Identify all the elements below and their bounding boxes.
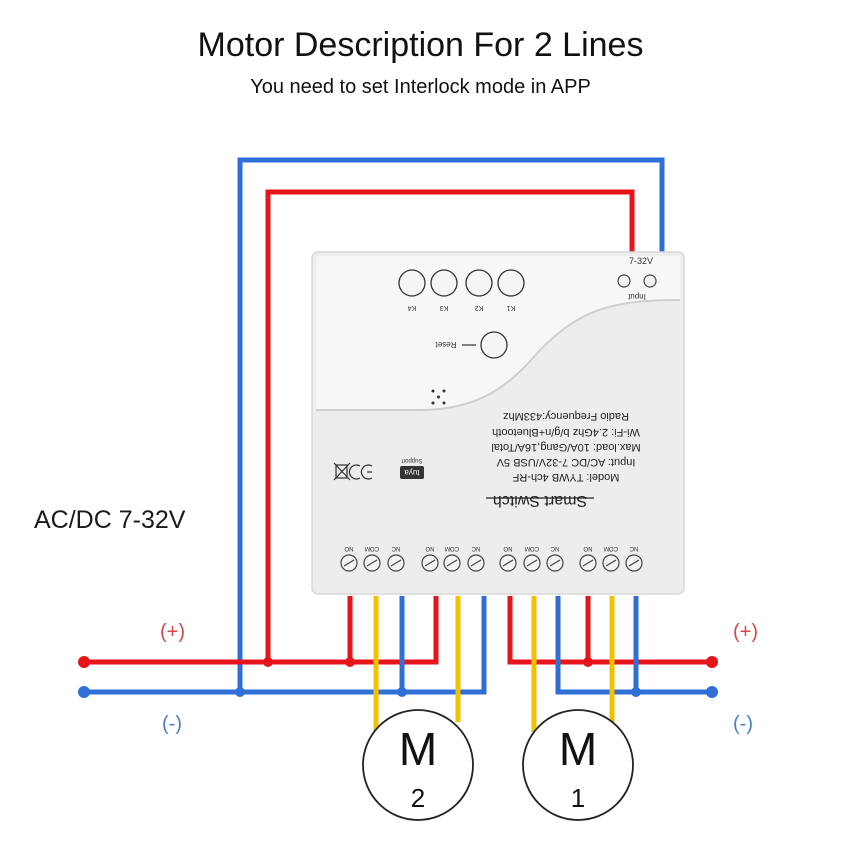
spec-line-radio: Radio Frequency:433Mhz bbox=[503, 410, 629, 422]
term-label: NC bbox=[550, 545, 559, 551]
input-terminal-screw-1 bbox=[617, 274, 631, 288]
junction-k1-blue bbox=[631, 687, 641, 697]
supply-voltage-label: AC/DC 7-32V bbox=[34, 506, 186, 534]
term-label: COM bbox=[445, 545, 459, 551]
button-k3 bbox=[430, 269, 458, 297]
button-k1 bbox=[497, 269, 525, 297]
motor-2-circle bbox=[362, 709, 474, 821]
junction-k1-red bbox=[583, 657, 593, 667]
term-label: COM bbox=[604, 545, 618, 551]
spec-line-wifi: Wi-Fi: 2.4Ghz b/g/n+Bluetooth bbox=[492, 426, 640, 438]
term-label: COM bbox=[525, 545, 539, 551]
input-positive-wire bbox=[265, 189, 635, 662]
term-label: NO bbox=[583, 545, 592, 551]
term-label: COM bbox=[365, 545, 379, 551]
negative-label-right: (-) bbox=[733, 713, 753, 735]
junction-k4-red bbox=[345, 657, 355, 667]
motor-2-letter: M bbox=[399, 723, 437, 775]
spec-block: Radio Frequency:433Mhz Wi-Fi: 2.4Ghz b/g… bbox=[486, 410, 641, 509]
button-k2 bbox=[465, 269, 493, 297]
dot-negative-right bbox=[706, 686, 718, 698]
dot-positive-right bbox=[706, 656, 718, 668]
junction-input-negative bbox=[235, 687, 245, 697]
button-label-k4: K4 bbox=[408, 304, 417, 311]
channel-drops bbox=[347, 596, 639, 692]
spec-line-input: Input: AC/DC 7-32V/USB 5V bbox=[496, 456, 635, 468]
term-label: NO bbox=[425, 545, 434, 551]
motor-2: M 2 bbox=[362, 709, 474, 821]
motor-1: M 1 bbox=[522, 709, 634, 821]
negative-bus-right bbox=[555, 596, 712, 695]
motor-wires bbox=[373, 596, 615, 732]
motor-2-number: 2 bbox=[411, 783, 425, 813]
term-label: NC bbox=[471, 545, 480, 551]
negative-label-left: (-) bbox=[162, 713, 182, 735]
smart-switch-module: K4 K3 K2 K1 7-32V Input Reset Radio Freq… bbox=[311, 251, 685, 595]
junction-input-positive bbox=[263, 657, 273, 667]
input-power-wires bbox=[237, 157, 665, 692]
term-label: NC bbox=[391, 545, 400, 551]
input-negative-wire bbox=[237, 157, 665, 692]
spec-line-model: Model: TYWB 4ch-RF bbox=[512, 471, 619, 483]
motor-1-number: 1 bbox=[571, 783, 585, 813]
positive-label-right: (+) bbox=[733, 621, 758, 643]
positive-label-left: (+) bbox=[160, 621, 185, 643]
dot-negative-left bbox=[78, 686, 90, 698]
motor-1-letter: M bbox=[559, 723, 597, 775]
term-label: NO bbox=[344, 545, 353, 551]
button-label-k1: K1 bbox=[507, 304, 516, 311]
input-label: Input bbox=[627, 292, 646, 301]
ce-weee-mark bbox=[333, 462, 373, 481]
dot-positive-left bbox=[78, 656, 90, 668]
input-voltage-label: 7-32V bbox=[629, 256, 653, 266]
junction-k4-blue bbox=[397, 687, 407, 697]
supply-bus bbox=[84, 596, 712, 695]
channel-buttons[interactable] bbox=[398, 269, 525, 297]
spec-line-maxload: Max.load: 10A/Gang,16A/Total bbox=[491, 441, 640, 453]
product-name: Smart Switch bbox=[493, 492, 587, 509]
motor-1-circle bbox=[522, 709, 634, 821]
input-terminal-screw-2 bbox=[643, 274, 657, 288]
module-curve-line bbox=[316, 299, 681, 411]
tuya-badge bbox=[400, 466, 424, 479]
tuya-label: tuya bbox=[404, 468, 420, 477]
support-label: Support bbox=[401, 457, 422, 463]
status-led-dots bbox=[431, 389, 446, 405]
negative-bus-left bbox=[84, 596, 487, 695]
button-label-k3: K3 bbox=[440, 304, 449, 311]
reset-button[interactable] bbox=[480, 331, 508, 359]
page-title: Motor Description For 2 Lines bbox=[197, 26, 644, 64]
page-subtitle: You need to set Interlock mode in APP bbox=[250, 76, 591, 98]
positive-bus-left bbox=[84, 596, 439, 665]
button-label-k2: K2 bbox=[475, 304, 484, 311]
terminal-strip: NO COM NC NO COM NC NO COM NC NO COM NC bbox=[340, 545, 643, 572]
term-label: NC bbox=[629, 545, 638, 551]
reset-label: Reset bbox=[435, 340, 457, 349]
term-label: NO bbox=[503, 545, 512, 551]
positive-bus-right bbox=[507, 596, 712, 665]
button-k4 bbox=[398, 269, 426, 297]
bus-endpoints bbox=[78, 656, 718, 698]
